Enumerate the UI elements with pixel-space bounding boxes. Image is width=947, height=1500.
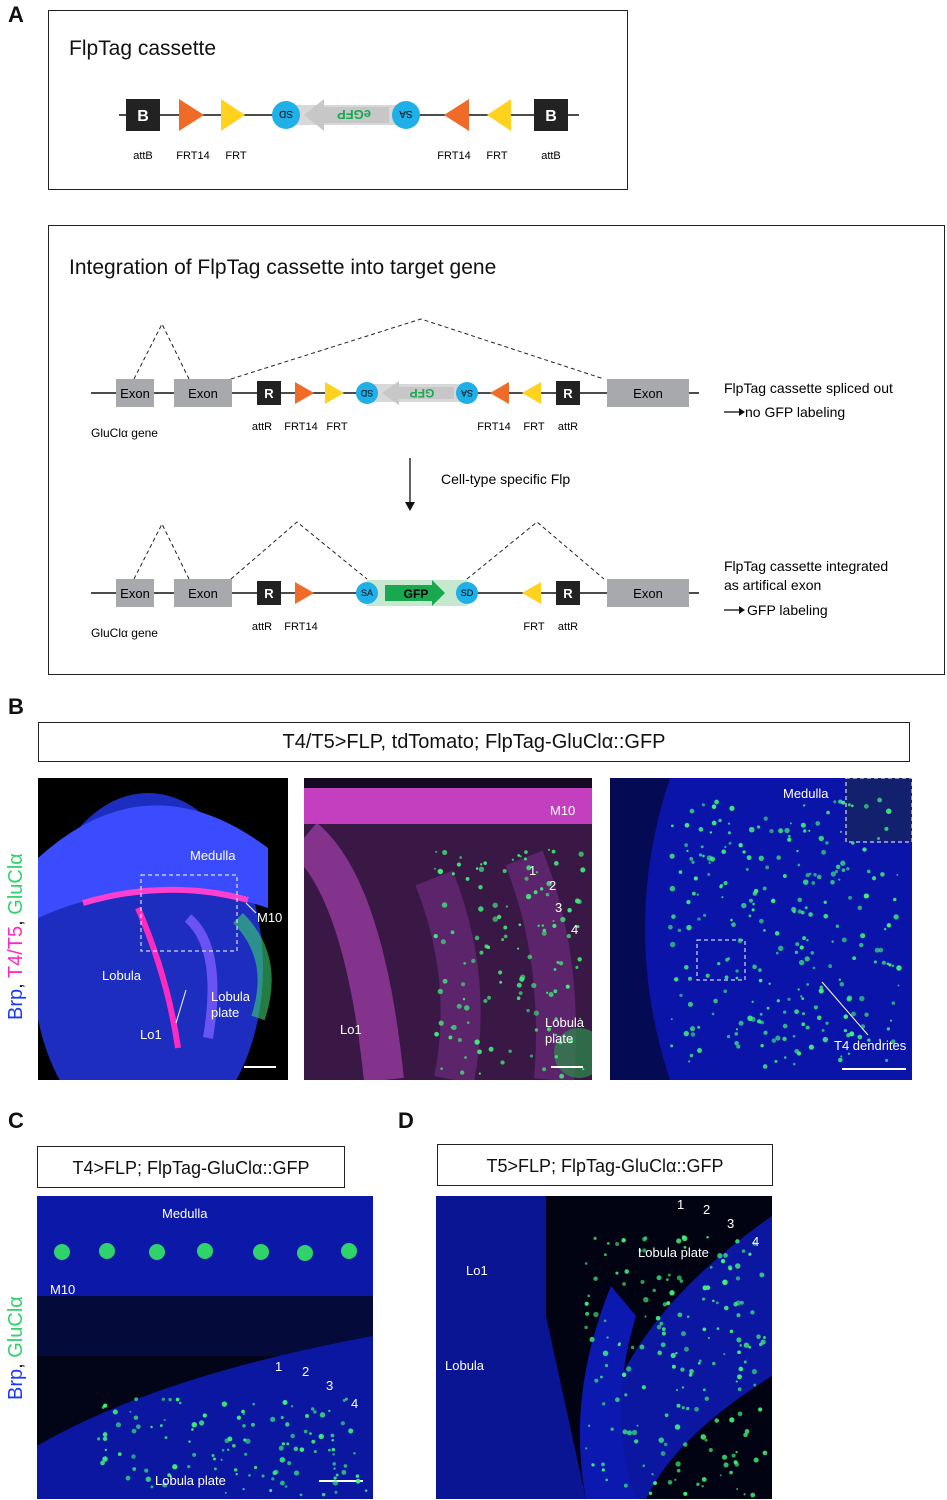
svg-text:GFP: GFP	[404, 587, 429, 601]
svg-text:Exon: Exon	[120, 586, 150, 601]
egfp-label: eGFP	[337, 107, 371, 122]
panel-d-image: 1 2 3 4 Lobula plate Lo1 Lobula	[436, 1196, 772, 1499]
svg-text:SD: SD	[360, 388, 373, 398]
svg-text:R: R	[264, 586, 274, 601]
svg-text:GluClα gene: GluClα gene	[91, 626, 158, 640]
svg-text:FRT: FRT	[523, 621, 544, 633]
svg-text:FlpTag cassette integrated: FlpTag cassette integrated	[724, 558, 888, 574]
panel-letter-d: D	[398, 1108, 414, 1133]
panel-b-image-1: Medulla M10 Lobula Lobula plate Lo1	[38, 778, 288, 1080]
attb-left-label: attB	[133, 150, 153, 162]
svg-text:Exon: Exon	[188, 586, 218, 601]
panel-d-header: T5>FLP; FlpTag-GluClα::GFP	[437, 1144, 773, 1186]
svg-text:FRT14: FRT14	[477, 421, 510, 433]
svg-text:attR: attR	[252, 621, 272, 633]
panel-letter-c: C	[8, 1108, 24, 1133]
attb-right-label: attB	[541, 150, 561, 162]
svg-text:R: R	[563, 586, 573, 601]
frt-right-label: FRT	[486, 150, 507, 162]
panel-b-header: T4/T5>FLP, tdTomato; FlpTag-GluClα::GFP	[38, 722, 910, 762]
svg-text:Exon: Exon	[633, 586, 663, 601]
panel-letter-b: B	[8, 694, 24, 719]
integration-diagram: Exon Exon R GFP SD SA R Exon GluClα gene…	[91, 318, 893, 640]
svg-text:R: R	[563, 386, 573, 401]
svg-text:GluClα gene: GluClα gene	[91, 426, 158, 440]
svg-text:SA: SA	[461, 388, 473, 398]
attb-left-block: B	[137, 108, 149, 125]
integration-box: Integration of FlpTag cassette into targ…	[48, 225, 945, 675]
svg-text:SA: SA	[361, 588, 373, 598]
svg-text:Cell-type specific Flp: Cell-type specific Flp	[441, 471, 570, 487]
cassette-title: FlpTag cassette	[69, 37, 217, 60]
svg-text:as artifical exon: as artifical exon	[724, 577, 821, 593]
svg-text:attR: attR	[558, 421, 578, 433]
panel-c-channel-legend: Brp, GluClα	[5, 1296, 27, 1400]
svg-text:no GFP labeling: no GFP labeling	[745, 404, 845, 420]
frt14-right-label: FRT14	[437, 150, 470, 162]
cassette-diagram: B eGFP SD SA B attB FRT14 FRT FRT14 FRT …	[119, 99, 579, 162]
panel-c-header: T4>FLP; FlpTag-GluClα::GFP	[37, 1146, 345, 1188]
integration-title: Integration of FlpTag cassette into targ…	[69, 256, 497, 279]
svg-text:FlpTag cassette spliced out: FlpTag cassette spliced out	[724, 380, 893, 396]
svg-text:SD: SD	[461, 588, 474, 598]
panel-b-channel-legend: Brp, T4/T5, GluClα	[5, 853, 27, 1020]
svg-text:attR: attR	[558, 621, 578, 633]
svg-text:attR: attR	[252, 421, 272, 433]
panel-b-image-2: M10 1 2 3 4 Lo1 Lobula plate	[304, 778, 592, 1080]
svg-text:GFP: GFP	[410, 386, 435, 400]
frt14-left-label: FRT14	[176, 150, 209, 162]
svg-text:FRT14: FRT14	[284, 421, 317, 433]
svg-text:FRT14: FRT14	[284, 621, 317, 633]
frt-left-label: FRT	[225, 150, 246, 162]
panel-c-image: Medulla M10 1 2 3 4 Lobula plate	[37, 1196, 373, 1499]
sa-label: SA	[399, 108, 413, 119]
svg-text:Exon: Exon	[633, 386, 663, 401]
panel-letter-a: A	[8, 2, 24, 27]
flptag-cassette-box: FlpTag cassette B eGFP SD SA B attB FRT1…	[48, 10, 628, 190]
svg-text:Exon: Exon	[188, 386, 218, 401]
svg-text:FRT: FRT	[523, 421, 544, 433]
svg-text:FRT: FRT	[326, 421, 347, 433]
sd-label: SD	[279, 108, 293, 119]
attb-right-block: B	[545, 108, 557, 125]
svg-text:R: R	[264, 386, 274, 401]
svg-text:GFP labeling: GFP labeling	[747, 602, 828, 618]
panel-b-image-3: Medulla T4 dendrites	[610, 778, 912, 1080]
svg-text:Exon: Exon	[120, 386, 150, 401]
